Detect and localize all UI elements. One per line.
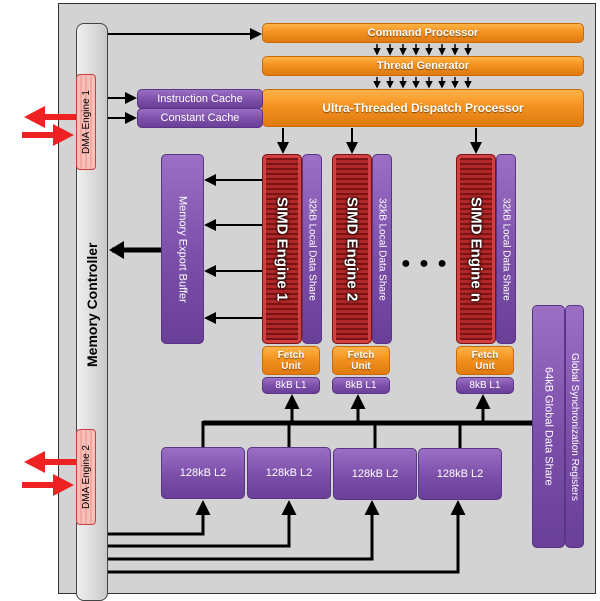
global-data-share: 64kB Global Data Share — [532, 305, 565, 548]
command-processor-label: Command Processor — [367, 27, 479, 39]
l1-cache-2: 8kB L1 — [332, 377, 390, 394]
l1-cache-n: 8kB L1 — [456, 377, 514, 394]
constant-cache: Constant Cache — [137, 108, 263, 128]
dma-engine-1: DMA Engine 1 — [76, 74, 96, 170]
thread-generator: Thread Generator — [262, 56, 584, 76]
simd-engine-2-label: SIMD Engine 2 — [343, 196, 361, 302]
instruction-cache-label: Instruction Cache — [157, 93, 243, 105]
global-sync-registers-label: Global Synchronization Registers — [569, 352, 580, 501]
command-processor: Command Processor — [262, 23, 584, 43]
l1-cache-1-label: 8kB L1 — [275, 380, 307, 391]
l2-cache-3-label: 128kB L2 — [351, 468, 399, 480]
dispatch-processor: Ultra-Threaded Dispatch Processor — [262, 89, 584, 127]
dispatch-processor-label: Ultra-Threaded Dispatch Processor — [322, 101, 524, 115]
l1-cache-2-label: 8kB L1 — [345, 380, 377, 391]
l1-cache-1: 8kB L1 — [262, 377, 320, 394]
fetch-unit-1-label: Fetch Unit — [277, 349, 305, 372]
l2-cache-1-label: 128kB L2 — [179, 467, 227, 479]
simd-engine-2 — [332, 154, 372, 344]
fetch-unit-n-label: Fetch Unit — [471, 349, 499, 372]
simd-engine-1-label: SIMD Engine 1 — [273, 196, 291, 302]
dma-engine-2: DMA Engine 2 — [76, 429, 96, 525]
memory-export-buffer-label: Memory Export Buffer — [176, 195, 189, 303]
lds-2-label: 32kB Local Data Share — [376, 197, 388, 301]
lds-1: 32kB Local Data Share — [302, 154, 322, 344]
thread-generator-label: Thread Generator — [376, 60, 470, 72]
arrow-mc-to-l2-2 — [108, 500, 297, 548]
lds-n-label: 32kB Local Data Share — [500, 197, 512, 301]
simd-engine-n-label: SIMD Engine n — [467, 196, 485, 302]
arrow-mc-to-l2-4 — [108, 500, 466, 574]
l2-cache-2-label: 128kB L2 — [265, 467, 313, 479]
fetch-unit-n: Fetch Unit — [456, 346, 514, 375]
fetch-unit-2: Fetch Unit — [332, 346, 390, 375]
l2-cache-1: 128kB L2 — [161, 447, 245, 499]
global-data-share-label: 64kB Global Data Share — [542, 367, 555, 486]
l2-cache-3: 128kB L2 — [333, 448, 417, 500]
global-sync-registers: Global Synchronization Registers — [565, 305, 584, 548]
constant-cache-label: Constant Cache — [160, 112, 240, 124]
lds-n: 32kB Local Data Share — [496, 154, 516, 344]
simd-engine-n — [456, 154, 496, 344]
l2-cache-4-label: 128kB L2 — [436, 468, 484, 480]
more-engines-ellipsis: ● ● ● — [401, 255, 449, 272]
dma-2-arrows — [22, 451, 76, 496]
lds-2: 32kB Local Data Share — [372, 154, 392, 344]
fetch-unit-2-label: Fetch Unit — [347, 349, 375, 372]
memory-export-buffer: Memory Export Buffer — [161, 154, 204, 344]
dma-1-arrows — [22, 106, 76, 146]
l2-cache-4: 128kB L2 — [418, 448, 502, 500]
simd-engine-1 — [262, 154, 302, 344]
arrows-command-to-thread — [373, 44, 472, 56]
arrows-thread-to-dispatch — [373, 77, 472, 89]
l2-cache-2: 128kB L2 — [247, 447, 331, 499]
arrow-mc-to-l2-1 — [108, 500, 211, 536]
fetch-unit-1: Fetch Unit — [262, 346, 320, 375]
arrow-mc-to-l2-3 — [108, 500, 380, 561]
l1-cache-n-label: 8kB L1 — [469, 380, 501, 391]
lds-1-label: 32kB Local Data Share — [306, 197, 318, 301]
